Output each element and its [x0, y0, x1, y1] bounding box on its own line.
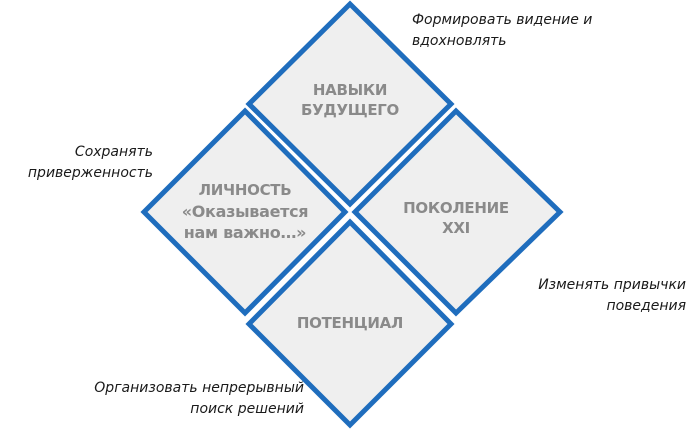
caption-line: поиск решений [190, 401, 304, 417]
caption-top-right: Формировать видение и вдохновлять [412, 10, 592, 52]
label-line: ПОКОЛЕНИЕ [403, 199, 509, 217]
diamond-bottom [245, 218, 455, 429]
caption-left: Сохранять приверженность [0, 142, 153, 184]
caption-line: Изменять привычки [538, 277, 686, 293]
caption-line: приверженность [27, 165, 153, 181]
label-line: нам важно…» [183, 223, 307, 242]
diamond-left [140, 107, 349, 317]
caption-bottom-left: Организовать непрерывный поиск решений [20, 378, 304, 420]
diamond-left-label: ЛИЧНОСТЬ «Оказывается нам важно…» [160, 180, 330, 243]
label-line: ЛИЧНОСТЬ [198, 181, 292, 199]
caption-right: Изменять привычки поведения [480, 275, 686, 317]
caption-line: вдохновлять [412, 33, 507, 49]
label-line: БУДУЩЕГО [301, 101, 399, 119]
caption-line: поведения [606, 298, 686, 314]
caption-line: Сохранять [74, 144, 153, 160]
label-line: XXI [442, 219, 470, 237]
diamond-right [351, 107, 564, 317]
diamond-right-label: ПОКОЛЕНИЕ XXI [376, 198, 536, 238]
caption-line: Организовать непрерывный [94, 380, 304, 396]
diamond-top-label: НАВЫКИ БУДУЩЕГО [270, 80, 430, 120]
label-line: НАВЫКИ [312, 81, 388, 99]
diamond-bottom-label: ПОТЕНЦИАЛ [270, 313, 430, 333]
label-line: ПОТЕНЦИАЛ [296, 314, 404, 332]
label-line: «Оказывается [181, 202, 309, 221]
diamond-top [245, 0, 455, 208]
caption-line: Формировать видение и [412, 12, 593, 28]
